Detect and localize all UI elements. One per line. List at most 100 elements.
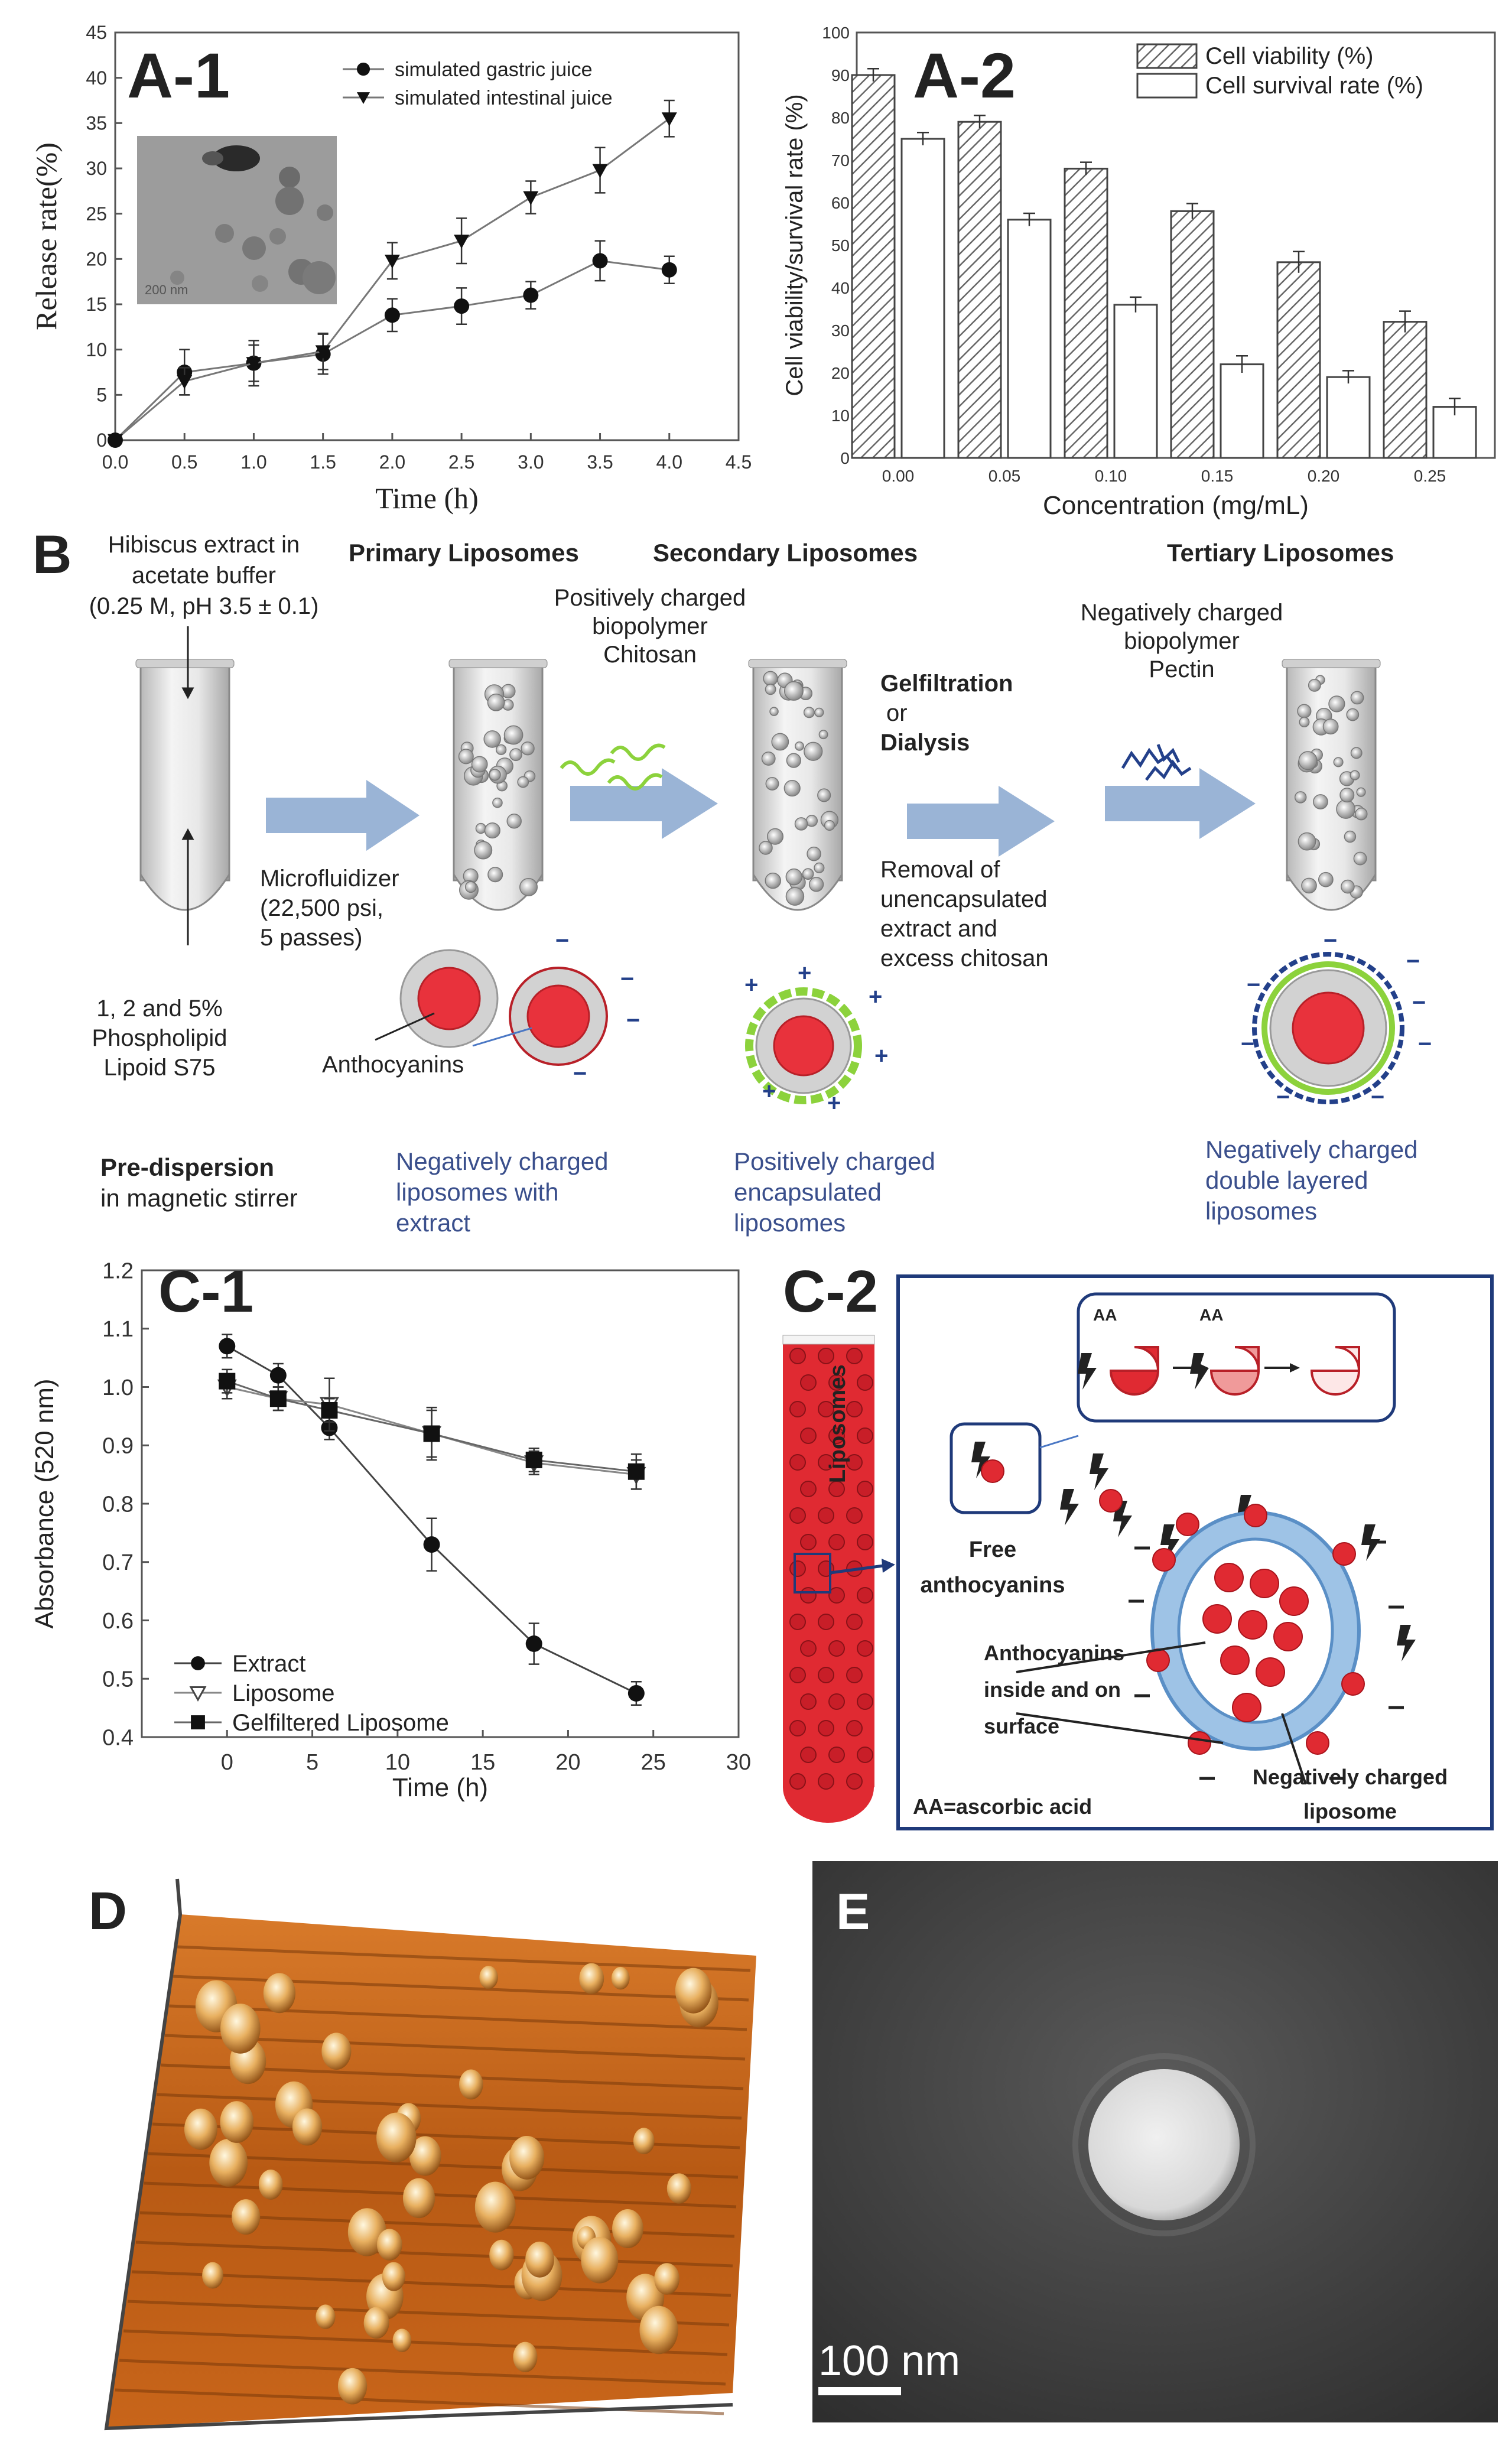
tube-secondary — [748, 659, 847, 911]
data-point — [321, 1402, 338, 1419]
afm-nanoparticle — [376, 2229, 402, 2261]
afm-image: D — [89, 1878, 756, 2431]
data-point — [661, 262, 677, 278]
legend-marker — [356, 92, 370, 105]
tube-liposome-dot — [846, 1507, 863, 1524]
vesicle-bubble — [1350, 691, 1364, 705]
legend-label: Cell survival rate (%) — [1205, 73, 1423, 99]
vesicle-bubble — [506, 813, 522, 829]
tube-liposome-dot — [789, 1454, 806, 1471]
vesicle-bubble — [1298, 832, 1316, 851]
afm-nanoparticle — [479, 1966, 498, 1989]
y-tick-label: 40 — [86, 67, 107, 89]
vesicle-bubble — [1350, 770, 1360, 781]
x-tick-label: 3.0 — [518, 451, 544, 473]
x-tick-label: 0.20 — [1308, 467, 1340, 485]
scale-bar — [818, 2387, 901, 2395]
panel-label-a2: A-2 — [913, 40, 1016, 111]
vesicle-bubble — [785, 887, 805, 906]
or-label: or — [886, 700, 908, 726]
arrow-2 — [570, 768, 718, 839]
tube-label-liposomes: Liposomes — [825, 1364, 850, 1483]
x-tick-label: 20 — [555, 1750, 580, 1775]
data-point — [177, 375, 193, 389]
tube-liposome-dot — [846, 1773, 863, 1790]
afm-nanoparticle — [258, 2170, 283, 2200]
vesicle-bubble — [785, 868, 803, 886]
vesicle-bubble — [761, 751, 776, 766]
ascorbic-acid-bolt — [1190, 1353, 1209, 1390]
y-tick-label: 1.0 — [102, 1375, 134, 1400]
vesicle-bubble — [803, 707, 815, 718]
vesicle-bubble — [807, 846, 821, 861]
data-point — [384, 255, 400, 269]
afm-nanoparticle — [292, 2108, 323, 2146]
bar — [1220, 363, 1264, 459]
data-point — [627, 1684, 645, 1702]
gelfiltration-label: Gelfiltration — [880, 671, 1013, 697]
legend-swatch — [1136, 73, 1198, 99]
y-tick-label: 0 — [840, 449, 850, 467]
vesicle-bubble — [804, 742, 823, 761]
y-tick-label: 15 — [86, 294, 107, 315]
liposome-primary-2 — [509, 967, 608, 1066]
vesicle-bubble — [517, 776, 529, 788]
y-tick-label: 0.7 — [102, 1550, 134, 1575]
y-tick-label: 40 — [831, 279, 850, 297]
x-tick-label: 3.5 — [587, 451, 613, 473]
vesicle-bubble — [783, 780, 801, 797]
tube-liposome-dot — [857, 1587, 873, 1604]
charge-symbol: + — [762, 1078, 776, 1104]
tube-liposome-dot — [800, 1427, 817, 1444]
vesicle-bubble — [1346, 708, 1360, 721]
data-point — [269, 1390, 287, 1407]
y-tick-label: 1.1 — [102, 1317, 134, 1342]
x-tick-label: 0.5 — [171, 451, 197, 473]
charge-symbol: − — [626, 1007, 640, 1033]
afm-nanoparticle — [639, 2305, 678, 2355]
anthocyanin-drop — [1332, 1542, 1356, 1566]
legend-label: Cell viability (%) — [1205, 43, 1374, 69]
vesicle-bubble — [474, 841, 493, 860]
afm-nanoparticle — [209, 2139, 248, 2187]
data-point — [423, 1536, 440, 1553]
anthocyanin-drop — [1220, 1645, 1250, 1675]
legend-label: simulated intestinal juice — [395, 87, 613, 109]
afm-nanoparticle — [525, 2241, 554, 2278]
tube-liposome-dot — [800, 1374, 817, 1391]
tem-particle — [1088, 2069, 1240, 2220]
tube-liposome-dot — [857, 1481, 873, 1497]
afm-nanoparticle — [363, 2307, 389, 2339]
data-point — [454, 235, 470, 249]
bar — [1113, 304, 1158, 459]
data-point — [627, 1463, 645, 1480]
afm-nanoparticle — [337, 2368, 368, 2405]
vesicle-bubble — [1318, 871, 1334, 887]
aa-label-2: AA — [1199, 1306, 1223, 1324]
vesicle-bubble — [786, 753, 801, 768]
anthocyanin-drop — [1188, 1731, 1211, 1755]
x-tick-label: 4.0 — [656, 451, 682, 473]
vesicle-bubble — [1333, 757, 1344, 768]
vesicle-bubble — [766, 828, 784, 845]
ascorbic-acid-bolt — [1090, 1453, 1108, 1490]
y-tick-label: 0.9 — [102, 1434, 134, 1459]
series-line — [226, 1345, 637, 1695]
tube-liposome-dot — [818, 1507, 834, 1524]
y-tick-label: 1.2 — [102, 1258, 134, 1283]
ascorbic-acid-bolt — [1160, 1524, 1179, 1561]
anthocyanin-drop — [1232, 1693, 1261, 1722]
y-tick-label: 70 — [831, 151, 850, 170]
anthocyanins-label: Anthocyanins — [322, 1052, 464, 1078]
liposome-tertiary — [1252, 952, 1404, 1104]
tube-liposome-dot — [818, 1454, 834, 1471]
y-tick-label: 20 — [831, 364, 850, 382]
vesicle-bubble — [814, 862, 825, 873]
ascorbic-acid-bolt — [1078, 1353, 1097, 1390]
y-tick-label: 30 — [86, 158, 107, 179]
